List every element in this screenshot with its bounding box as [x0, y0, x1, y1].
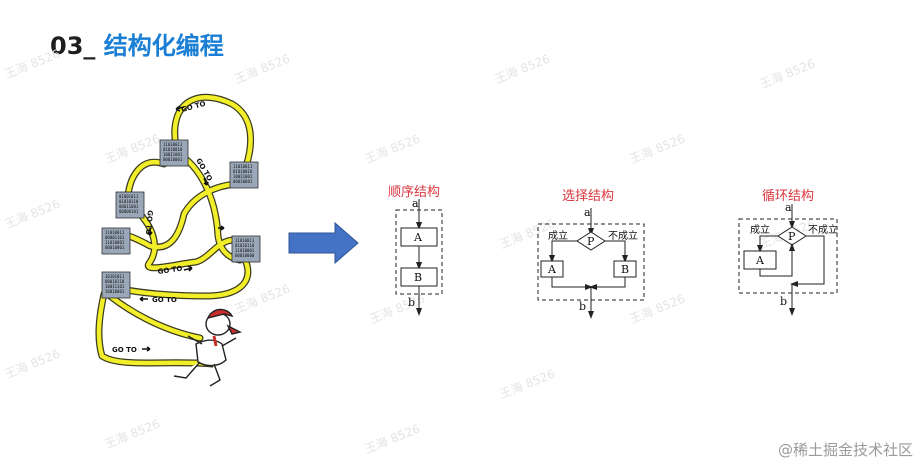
- memory-line: 11010011: [233, 164, 253, 169]
- memory-block: 11010011 01010010 10011001 00010001: [159, 139, 189, 167]
- flowchart-title: 选择结构: [562, 189, 614, 204]
- condition-label: P: [587, 235, 595, 248]
- true-branch-label: 成立: [548, 229, 568, 242]
- loop-flowchart: 循环结构 a P 成立 不成立 A b: [738, 189, 838, 316]
- goto-label: GO TO: [112, 346, 137, 354]
- goto-arrows: [139, 105, 225, 352]
- exit-label: b: [780, 295, 787, 308]
- flowchart-title: 循环结构: [762, 189, 814, 204]
- memory-block: 01001011 01010110 00011001 00000101: [115, 191, 145, 219]
- spaghetti-code-illustration: 11010011 01010010 10011001 00010001 1101…: [95, 93, 261, 387]
- memory-line: 00000101: [119, 209, 139, 214]
- sequence-flowchart: 顺序结构 a A B b: [388, 185, 443, 316]
- slide-title-text: 结构化编程: [103, 32, 224, 60]
- flowchart-boundary: [738, 218, 838, 294]
- memory-line: 00010000: [235, 253, 255, 258]
- exit-label: b: [579, 300, 586, 313]
- footer-credit: @稀土掘金技术社区: [777, 441, 913, 459]
- memory-line: 10011001: [233, 174, 253, 179]
- memory-line: 11010001: [235, 248, 255, 253]
- box-label: A: [547, 263, 557, 276]
- memory-line: 10011101: [105, 284, 125, 289]
- memory-line: 11010011: [105, 230, 125, 235]
- slide-title: 03_ 结构化编程: [50, 26, 224, 61]
- entry-label: a: [412, 197, 419, 210]
- memory-line: 00010110: [105, 279, 125, 284]
- memory-line: 00010001: [105, 245, 125, 250]
- memory-line: 01001011: [119, 194, 139, 199]
- goto-label: GO TO: [144, 210, 154, 236]
- goto-label: GO TO: [157, 265, 183, 276]
- goto-ropes: [95, 93, 255, 368]
- box-label: A: [755, 254, 765, 267]
- memory-line: 11010001: [105, 240, 125, 245]
- slide-number: 03_: [50, 32, 96, 60]
- running-man-figure: [173, 308, 243, 387]
- memory-line: 10011001: [163, 152, 183, 157]
- box-label: A: [413, 231, 423, 244]
- exit-label: b: [408, 296, 415, 309]
- transition-arrow: [288, 221, 359, 265]
- false-branch-label: 不成立: [808, 223, 838, 236]
- memory-block: 11010011 00001101 11010001 00010001: [101, 227, 131, 255]
- memory-line: 01010010: [233, 169, 253, 174]
- memory-line: 11010011: [163, 142, 183, 147]
- flowchart-title: 顺序结构: [388, 185, 440, 200]
- entry-label: a: [785, 201, 792, 214]
- entry-label: a: [584, 206, 591, 219]
- memory-block: 11010011 01010110 11010001 00010000: [231, 235, 261, 263]
- true-branch-label: 成立: [750, 223, 770, 236]
- memory-line: 10101011: [105, 274, 125, 279]
- decision-diamond: [576, 231, 606, 251]
- memory-line: 10010001: [105, 289, 125, 294]
- box-label: B: [621, 263, 629, 276]
- memory-line: 00001101: [105, 235, 125, 240]
- memory-line: 01010110: [235, 243, 255, 248]
- memory-block: 10101011 00010110 10011101 10010001: [101, 271, 131, 299]
- selection-flowchart: 选择结构 a P 成立 不成立 A B b: [537, 189, 645, 319]
- memory-block: 11010011 01010010 10011001 00010001: [229, 161, 259, 189]
- goto-label: GO TO: [216, 218, 241, 226]
- box-label: B: [414, 271, 422, 284]
- memory-line: 01010010: [163, 147, 183, 152]
- memory-line: 00010001: [163, 157, 183, 162]
- memory-line: 11010011: [235, 238, 255, 243]
- goto-label: GO TO: [152, 296, 177, 304]
- condition-label: P: [788, 230, 796, 243]
- memory-line: 01010110: [119, 199, 139, 204]
- memory-line: 00011001: [119, 204, 139, 209]
- false-branch-label: 不成立: [608, 229, 638, 242]
- memory-line: 00010001: [233, 179, 253, 184]
